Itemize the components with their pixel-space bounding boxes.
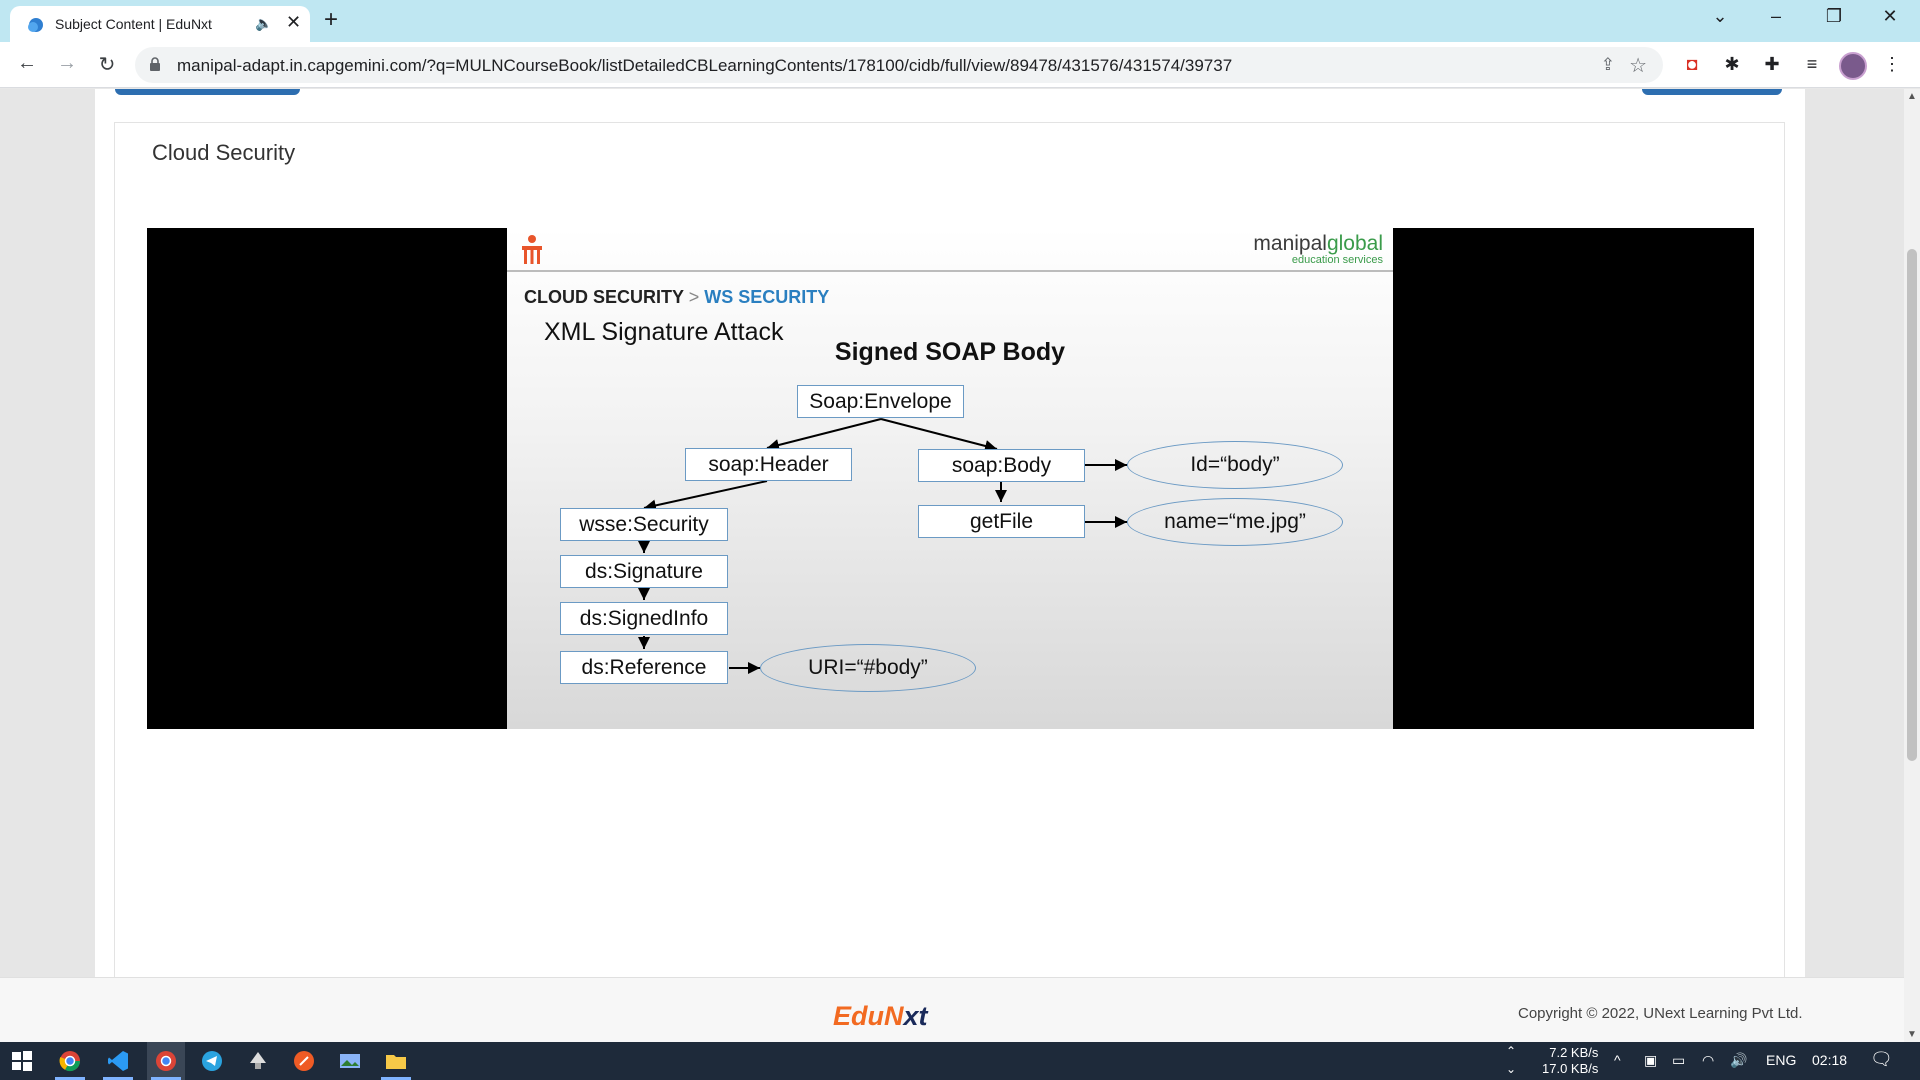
restore-button[interactable]: ❐ (1825, 6, 1843, 26)
browser-toolbar: ← → ↻ manipal-adapt.in.capgemini.com/?q=… (0, 42, 1920, 88)
language-indicator[interactable]: ENG (1766, 1052, 1797, 1068)
extension-icon[interactable]: ✱ (1724, 54, 1740, 74)
top-right-button-edge[interactable] (1642, 89, 1782, 95)
node-getfile: getFile (918, 505, 1085, 538)
lock-icon (150, 57, 160, 71)
slide-divider (507, 270, 1393, 272)
node-soap-body: soap:Body (918, 449, 1085, 482)
scroll-up-icon[interactable]: ▲ (1907, 91, 1917, 102)
edge-envelope-body (880, 418, 998, 452)
node-soap-envelope: Soap:Envelope (797, 385, 964, 418)
url-text[interactable]: manipal-adapt.in.capgemini.com/?q=MULNCo… (177, 56, 1233, 75)
node-soap-header: soap:Header (685, 448, 852, 481)
net-down-arrow-icon: ⌄ (1506, 1062, 1517, 1076)
tab-search-icon[interactable]: ⌄ (1712, 6, 1728, 26)
chrome-profile-active-indicator (151, 1077, 181, 1080)
meet-icon[interactable]: ▣ (1644, 1052, 1658, 1068)
net-up-arrow-icon: ⌃ (1506, 1044, 1517, 1058)
manipal-logo-icon (522, 235, 542, 264)
volume-icon[interactable]: 🔊 (1730, 1052, 1748, 1068)
brand-sub: education services (1291, 254, 1383, 266)
node-ds-reference: ds:Reference (560, 651, 728, 684)
postman-icon[interactable] (292, 1049, 316, 1073)
node-ds-signedinfo: ds:SignedInfo (560, 602, 728, 635)
oval-uri-body: URI=“#body” (760, 644, 976, 692)
edunxt-favicon-icon (28, 18, 43, 32)
photos-icon[interactable] (338, 1049, 362, 1073)
edge-header-security (643, 480, 768, 512)
telegram-icon[interactable] (200, 1049, 224, 1073)
new-tab-button[interactable]: + (324, 6, 339, 33)
tray-chevron-icon[interactable]: ^ (1614, 1052, 1621, 1068)
crumb-parent: CLOUD SECURITY (524, 287, 684, 307)
brand-accent: global (1326, 232, 1383, 255)
battery-icon[interactable]: ▭ (1672, 1052, 1686, 1068)
explorer-active-indicator (381, 1077, 411, 1080)
chrome-active-indicator (55, 1077, 85, 1080)
file-explorer-icon[interactable] (384, 1049, 408, 1073)
tab-close-icon[interactable]: ✕ (286, 12, 302, 32)
media-controls-icon[interactable]: ≡ (1806, 54, 1818, 74)
windows-start-icon[interactable] (10, 1049, 34, 1073)
share-icon[interactable]: ⇪ (1600, 55, 1615, 74)
tab-audio-icon[interactable]: 🔈 (255, 15, 273, 31)
copyright-text: Copyright © 2022, UNext Learning Pvt Ltd… (1518, 1005, 1803, 1022)
page-footer: EduNxt Copyright © 2022, UNext Learning … (0, 977, 1904, 1042)
diagram-connectors (638, 418, 1127, 674)
browser-titlebar: Subject Content | EduNxt 🔈 ✕ + ⌄ – ❐ ✕ (0, 0, 1920, 42)
puzzle-extensions-icon[interactable]: ✚ (1764, 54, 1780, 74)
brand-logo: manipalglobal education services (1253, 232, 1383, 266)
menu-kebab-icon[interactable]: ⋮ (1883, 54, 1901, 74)
windows-taskbar: ⌃ ⌄ 7.2 KB/s 17.0 KB/s ^ ▣ ▭ ◠ 🔊 ENG 02:… (0, 1042, 1920, 1080)
node-ds-signature: ds:Signature (560, 555, 728, 588)
scroll-down-icon[interactable]: ▼ (1907, 1029, 1917, 1040)
tab-title: Subject Content | EduNxt (55, 16, 212, 32)
vscode-active-indicator (103, 1077, 133, 1080)
video-player[interactable]: manipalglobal education services CLOUD S… (147, 228, 1754, 729)
top-left-button-edge[interactable] (115, 89, 300, 95)
browser-tab[interactable]: Subject Content | EduNxt 🔈 ✕ (10, 6, 310, 42)
slide-frame: manipalglobal education services CLOUD S… (507, 228, 1393, 729)
net-up: 7.2 KB/s (1549, 1045, 1599, 1060)
logo-part-a: EduN (833, 1001, 904, 1031)
logo-part-b: xt (903, 1001, 928, 1031)
net-down: 17.0 KB/s (1542, 1061, 1599, 1076)
chrome-profile-icon[interactable] (154, 1049, 178, 1073)
close-window-button[interactable]: ✕ (1882, 6, 1898, 26)
edge-envelope-header (766, 418, 882, 451)
edunxt-logo: EduNxt (833, 1001, 928, 1032)
reload-icon[interactable]: ↻ (98, 54, 116, 76)
notifications-icon[interactable]: 🗨 (1870, 1049, 1893, 1069)
oval-id-body: Id=“body” (1127, 441, 1343, 489)
oval-name-jpg: name=“me.jpg” (1127, 498, 1343, 546)
scrollbar-thumb[interactable] (1907, 249, 1917, 761)
bookmark-star-icon[interactable]: ☆ (1629, 55, 1647, 77)
network-speed: 7.2 KB/s 17.0 KB/s (1542, 1045, 1598, 1077)
slide-subtitle: XML Signature Attack (544, 318, 784, 346)
minimize-button[interactable]: – (1770, 6, 1781, 26)
clock[interactable]: 02:18 (1812, 1052, 1848, 1068)
node-wsse-security: wsse:Security (560, 508, 728, 541)
crumb-current: WS SECURITY (704, 287, 830, 307)
page-title: Cloud Security (152, 140, 296, 165)
vertical-scrollbar[interactable]: ▲ ▼ (1904, 89, 1920, 1042)
inkscape-icon[interactable] (246, 1049, 270, 1073)
vscode-icon[interactable] (106, 1049, 130, 1073)
slide-breadcrumb: CLOUD SECURITY > WS SECURITY (524, 287, 829, 308)
forward-icon[interactable]: → (57, 52, 77, 74)
crumb-separator: > (688, 287, 700, 307)
address-bar[interactable]: manipal-adapt.in.capgemini.com/?q=MULNCo… (135, 47, 1663, 83)
pocket-extension-icon[interactable]: ◘ (1686, 54, 1698, 74)
back-icon[interactable]: ← (17, 52, 37, 74)
profile-avatar[interactable] (1839, 52, 1867, 80)
chrome-icon[interactable] (58, 1049, 82, 1073)
brand-main: manipal (1253, 232, 1327, 255)
wifi-icon[interactable]: ◠ (1702, 1052, 1715, 1068)
slide-heading: Signed SOAP Body (834, 338, 1066, 366)
